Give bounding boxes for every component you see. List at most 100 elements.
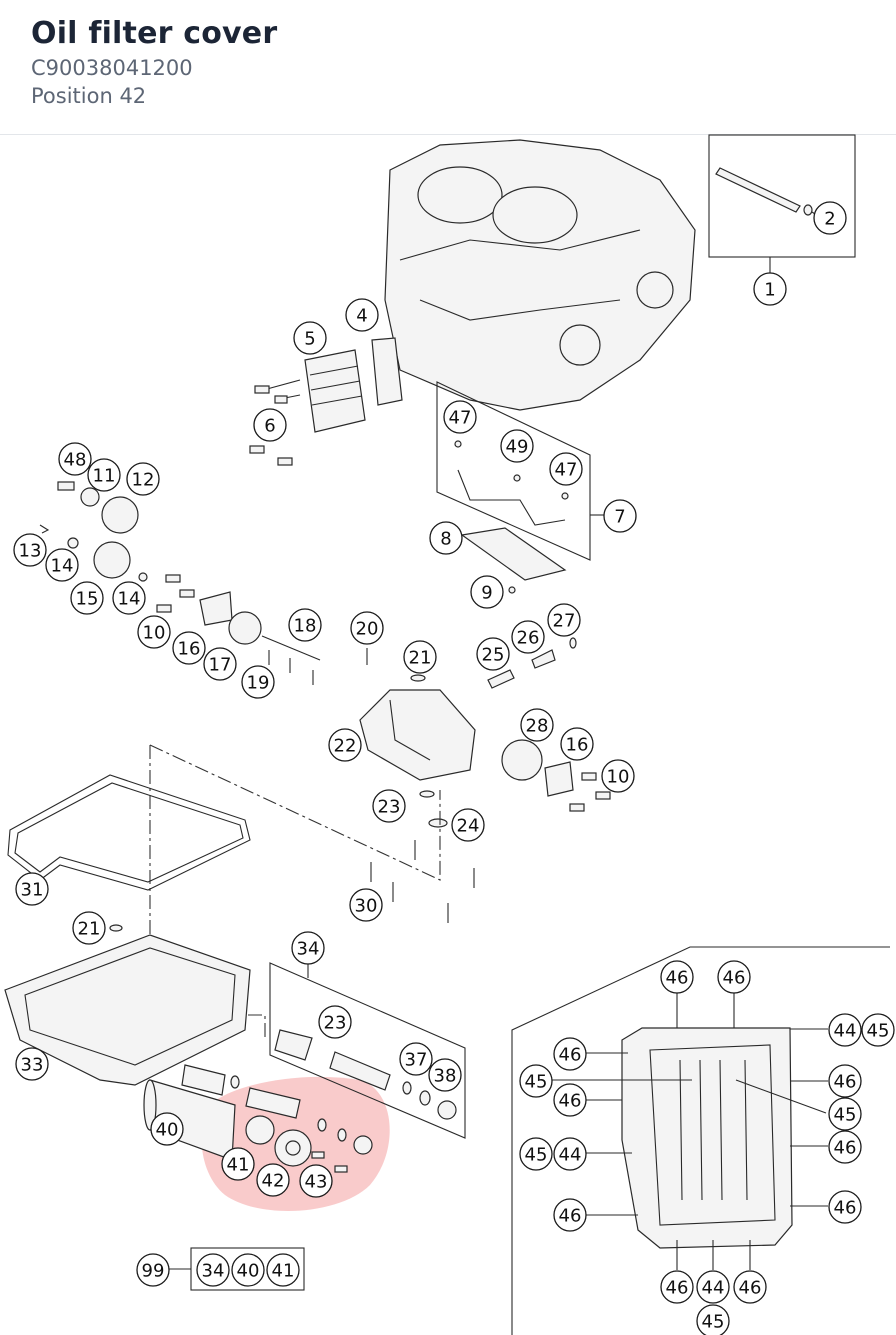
oil-pump — [359, 637, 611, 828]
callout-number: 10 — [143, 623, 166, 644]
engine-block — [384, 139, 696, 411]
callout-46[interactable]: 46 — [828, 1130, 862, 1164]
callout-number: 18 — [294, 616, 317, 637]
callout-number: 46 — [739, 1278, 762, 1299]
callout-23[interactable]: 23 — [372, 789, 406, 823]
callout-number: 47 — [449, 408, 472, 429]
callout-7[interactable]: 7 — [603, 499, 637, 533]
oil-cooler — [249, 337, 403, 466]
callout-24[interactable]: 24 — [451, 808, 485, 842]
callout-34[interactable]: 34 — [291, 931, 325, 965]
callout-46[interactable]: 46 — [553, 1083, 587, 1117]
callout-45[interactable]: 45 — [696, 1304, 730, 1335]
callout-19[interactable]: 19 — [241, 665, 275, 699]
callout-18[interactable]: 18 — [288, 608, 322, 642]
callout-4[interactable]: 4 — [345, 298, 379, 332]
callout-38[interactable]: 38 — [428, 1058, 462, 1092]
callout-40[interactable]: 40 — [231, 1253, 265, 1287]
callout-46[interactable]: 46 — [828, 1064, 862, 1098]
callout-33[interactable]: 33 — [15, 1047, 49, 1081]
callout-number: 2 — [824, 209, 835, 230]
callout-22[interactable]: 22 — [328, 728, 362, 762]
callout-number: 46 — [834, 1198, 857, 1219]
callout-47[interactable]: 47 — [443, 400, 477, 434]
callout-46[interactable]: 46 — [828, 1190, 862, 1224]
callout-31[interactable]: 31 — [15, 872, 49, 906]
callout-37[interactable]: 37 — [399, 1042, 433, 1076]
callout-25[interactable]: 25 — [476, 637, 510, 671]
callout-10[interactable]: 10 — [601, 759, 635, 793]
callout-21[interactable]: 21 — [72, 911, 106, 945]
callout-number: 17 — [209, 655, 232, 676]
callout-number: 46 — [666, 1278, 689, 1299]
callout-number: 1 — [764, 280, 775, 301]
callout-45[interactable]: 45 — [519, 1137, 553, 1171]
callout-23[interactable]: 23 — [318, 1005, 352, 1039]
callout-43[interactable]: 43 — [299, 1164, 333, 1198]
callout-14[interactable]: 14 — [45, 548, 79, 582]
callout-46[interactable]: 46 — [660, 960, 694, 994]
callout-14[interactable]: 14 — [112, 581, 146, 615]
callout-number: 5 — [304, 329, 315, 350]
callout-11[interactable]: 11 — [87, 458, 121, 492]
callout-30[interactable]: 30 — [349, 888, 383, 922]
callout-46[interactable]: 46 — [717, 960, 751, 994]
callout-48[interactable]: 48 — [58, 442, 92, 476]
callout-number: 23 — [378, 797, 401, 818]
callout-number: 47 — [555, 460, 578, 481]
callout-8[interactable]: 8 — [429, 521, 463, 555]
callout-number: 46 — [666, 968, 689, 989]
callout-number: 45 — [834, 1105, 857, 1126]
callout-99[interactable]: 99 — [136, 1253, 170, 1287]
callout-1[interactable]: 1 — [753, 272, 787, 306]
callout-26[interactable]: 26 — [511, 620, 545, 654]
callout-number: 16 — [178, 639, 201, 660]
callout-16[interactable]: 16 — [172, 631, 206, 665]
callout-15[interactable]: 15 — [70, 581, 104, 615]
callout-number: 21 — [78, 919, 101, 940]
callout-28[interactable]: 28 — [520, 708, 554, 742]
callout-number: 15 — [76, 589, 99, 610]
callout-16[interactable]: 16 — [560, 727, 594, 761]
callout-20[interactable]: 20 — [350, 611, 384, 645]
callout-46[interactable]: 46 — [553, 1198, 587, 1232]
callout-46[interactable]: 46 — [733, 1270, 767, 1304]
header: Oil filter cover C90038041200 Position 4… — [0, 0, 896, 135]
callout-27[interactable]: 27 — [547, 603, 581, 637]
callout-34[interactable]: 34 — [196, 1253, 230, 1287]
callout-41[interactable]: 41 — [266, 1253, 300, 1287]
callout-12[interactable]: 12 — [126, 462, 160, 496]
callout-45[interactable]: 45 — [861, 1013, 895, 1047]
callout-42[interactable]: 42 — [256, 1163, 290, 1197]
callout-17[interactable]: 17 — [203, 647, 237, 681]
callout-number: 11 — [93, 466, 116, 487]
callout-21[interactable]: 21 — [403, 640, 437, 674]
callout-number: 23 — [324, 1013, 347, 1034]
callout-13[interactable]: 13 — [13, 533, 47, 567]
callout-44[interactable]: 44 — [553, 1137, 587, 1171]
oil-pan-detail — [621, 1027, 793, 1249]
callout-47[interactable]: 47 — [549, 452, 583, 486]
callout-number: 45 — [702, 1312, 725, 1333]
callout-2[interactable]: 2 — [813, 201, 847, 235]
oil-pan-gasket — [7, 774, 251, 891]
callout-number: 20 — [356, 619, 379, 640]
callout-6[interactable]: 6 — [253, 408, 287, 442]
callout-10[interactable]: 10 — [137, 615, 171, 649]
callout-number: 10 — [607, 767, 630, 788]
callout-number: 46 — [559, 1091, 582, 1112]
callout-46[interactable]: 46 — [553, 1037, 587, 1071]
callout-44[interactable]: 44 — [828, 1013, 862, 1047]
callout-45[interactable]: 45 — [828, 1097, 862, 1131]
callout-5[interactable]: 5 — [293, 321, 327, 355]
callout-49[interactable]: 49 — [500, 429, 534, 463]
callout-40[interactable]: 40 — [150, 1112, 184, 1146]
callout-number: 14 — [51, 556, 74, 577]
callout-41[interactable]: 41 — [221, 1147, 255, 1181]
callout-9[interactable]: 9 — [470, 575, 504, 609]
callout-44[interactable]: 44 — [696, 1270, 730, 1304]
callout-45[interactable]: 45 — [519, 1064, 553, 1098]
callout-46[interactable]: 46 — [660, 1270, 694, 1304]
